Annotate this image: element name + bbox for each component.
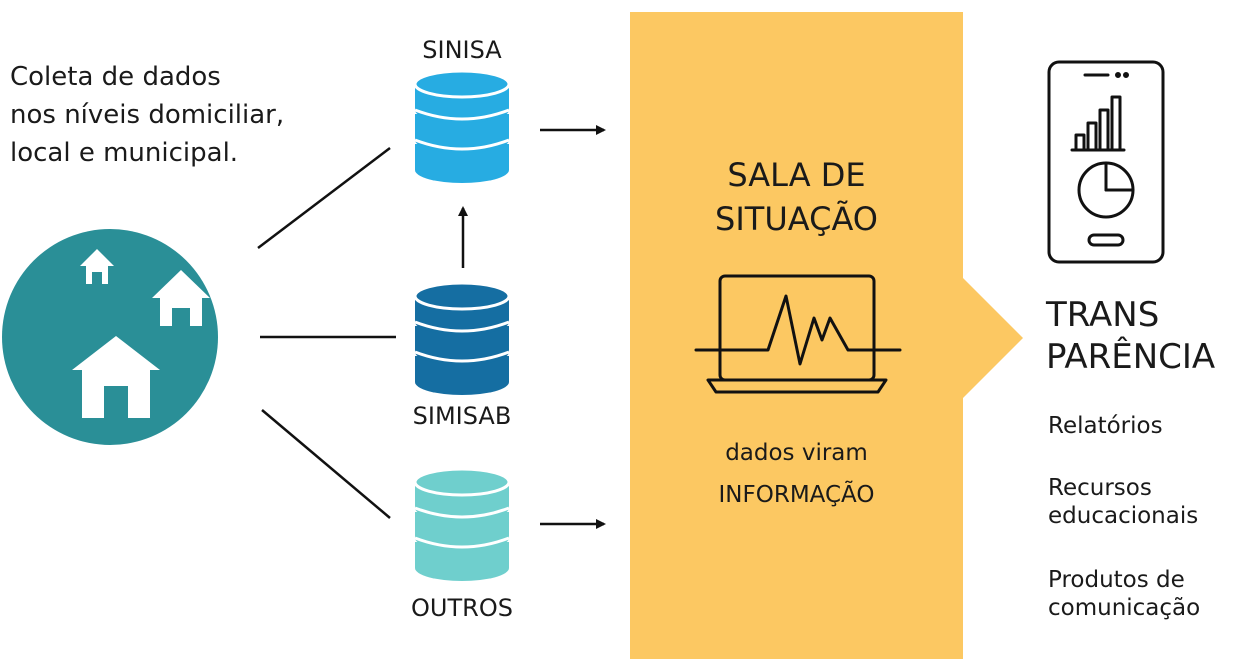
transparency-title-line-2: PARÊNCIA [1046, 337, 1216, 377]
database-icon-outros [413, 467, 511, 581]
intro-line-2: nos níveis domiciliar, [10, 100, 285, 130]
output-item-line: educacionais [1048, 503, 1199, 529]
community-circle [2, 229, 218, 445]
output-item-communication: Produtos de comunicação [1048, 566, 1200, 622]
connector-line [261, 409, 391, 519]
database-label-simisab: SIMISAB [412, 402, 512, 430]
intro-line-1: Coleta de dados [10, 62, 221, 92]
house-icon [152, 270, 210, 326]
output-item-line: Recursos [1048, 475, 1152, 501]
database-icon-simisab [413, 281, 511, 395]
database-label-sinisa: SINISA [422, 36, 502, 64]
database-label-outros: OUTROS [411, 594, 513, 622]
panel-title: SALA DE SITUAÇÃO [630, 153, 963, 241]
output-item-reports: Relatórios [1048, 412, 1163, 440]
panel-subtitle: dados viram INFORMAÇÃO [630, 432, 963, 516]
panel-subtitle-line-1: dados viram [725, 440, 868, 466]
panel-subtitle-line-2: INFORMAÇÃO [718, 482, 875, 508]
house-icon [80, 249, 114, 284]
panel-title-line-2: SITUAÇÃO [715, 200, 878, 238]
smartphone-chart-icon [1047, 60, 1165, 264]
transparency-title-line-1: TRANS [1046, 295, 1160, 335]
output-item-line: Relatórios [1048, 413, 1163, 439]
laptop-pulse-icon [694, 274, 902, 394]
connector-line [257, 147, 391, 249]
situation-room-panel [630, 12, 963, 659]
panel-title-line-1: SALA DE [727, 156, 866, 194]
output-item-line: Produtos de [1048, 567, 1185, 593]
house-icon [72, 336, 160, 418]
output-item-line: comunicação [1048, 595, 1201, 621]
intro-line-3: local e municipal. [10, 138, 239, 168]
intro-text: Coleta de dados nos níveis domiciliar, l… [10, 58, 340, 172]
transparency-title: TRANS PARÊNCIA [1046, 294, 1215, 378]
database-icon-sinisa [413, 69, 511, 183]
output-item-educational: Recursos educacionais [1048, 474, 1198, 530]
